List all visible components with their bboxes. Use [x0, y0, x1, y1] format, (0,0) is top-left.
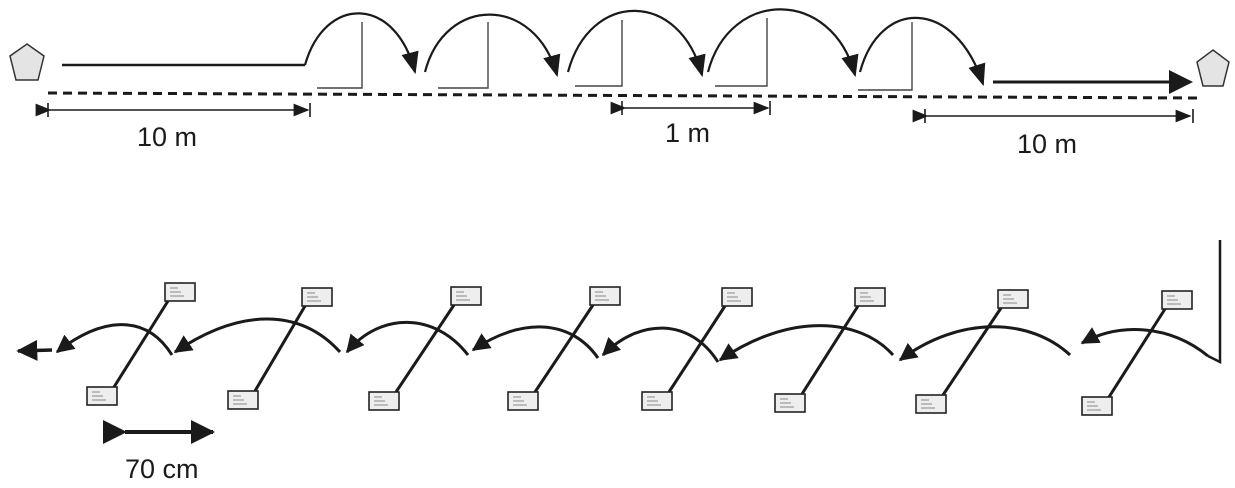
hop-arc: [858, 16, 986, 87]
hurdle-bar: [1107, 308, 1167, 398]
hop-arc: [706, 8, 859, 78]
mini-hurdle: [317, 22, 363, 89]
hurdle-bar: [253, 305, 307, 392]
mini-hurdle: [438, 22, 489, 89]
zigzag-arc: [898, 325, 1072, 362]
hurdle-bar: [941, 307, 1003, 396]
hop-arc: [423, 13, 561, 78]
hurdle: [368, 286, 482, 411]
ground-dashed-line: [47, 91, 1201, 100]
hurdle-bar: [533, 304, 595, 393]
dim-right-label: 10 m: [1017, 129, 1077, 159]
zigzag-arc: [1080, 327, 1209, 358]
dim-middle-label: 1 m: [665, 118, 710, 148]
zigzag-arc: [718, 324, 895, 362]
zigzag-arcs: [55, 317, 1209, 363]
zigzag-arc: [55, 323, 174, 356]
zigzag-arc: [345, 320, 470, 356]
hop-arc: [566, 9, 706, 78]
hurdle: [86, 282, 196, 406]
hurdle: [227, 287, 333, 410]
mini-hurdle: [715, 18, 768, 87]
hurdle-bar: [112, 300, 170, 388]
zigzag-arc: [173, 317, 342, 354]
start-cone-icon: [9, 43, 45, 81]
mini-hurdle: [858, 22, 913, 91]
angled-hurdles: [86, 282, 1193, 416]
hurdle: [641, 287, 753, 411]
zigzag-arc: [601, 326, 720, 363]
end-cone-icon: [1196, 49, 1230, 87]
hurdle: [915, 289, 1029, 414]
hurdle: [507, 286, 621, 411]
dim-left-label: 10 m: [137, 122, 197, 152]
hurdle-bar: [667, 305, 727, 393]
bottom-exit-arrow: [16, 339, 53, 361]
bottom-drill: 70 cm: [16, 240, 1222, 484]
hop-arc: [303, 12, 419, 75]
hop-arcs: [303, 8, 986, 87]
mini-hurdle: [575, 20, 623, 87]
dimension-lines: [35, 101, 1194, 123]
top-drill: 10 m 1 m 10 m: [9, 8, 1230, 159]
hurdle: [774, 287, 886, 413]
hurdle-bar: [800, 305, 860, 395]
dim-70cm-label: 70 cm: [125, 454, 199, 484]
hurdle: [1081, 290, 1193, 416]
zigzag-arc: [471, 325, 600, 359]
hurdle-bar: [394, 304, 456, 393]
mini-hurdles: [317, 18, 913, 91]
start-corner-line: [1207, 240, 1222, 365]
